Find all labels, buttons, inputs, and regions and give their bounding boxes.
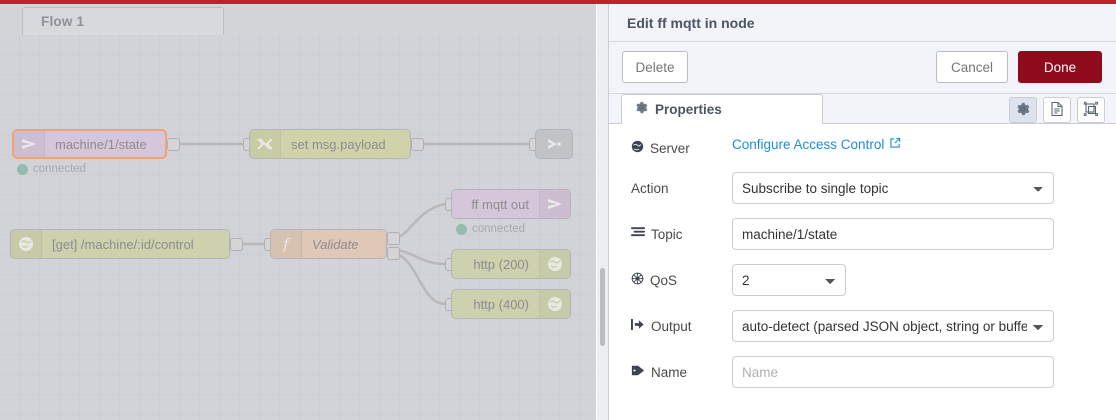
appearance-icon-button[interactable] xyxy=(1077,97,1105,123)
flow-editor-area: Flow 1 xyxy=(0,4,596,420)
node-mqtt-in[interactable]: machine/1/state xyxy=(12,129,167,159)
form-row-server: Server Configure Access Control xyxy=(609,133,1116,163)
name-input[interactable] xyxy=(732,356,1054,388)
canvas-vertical-scrollbar[interactable] xyxy=(597,4,608,420)
globe-icon xyxy=(631,140,644,156)
action-field: Subscribe to single topicSubscribe to mu… xyxy=(732,172,1054,204)
globe-icon xyxy=(539,290,570,318)
server-label: Server xyxy=(650,140,690,156)
tab-properties[interactable]: Properties xyxy=(621,94,823,124)
panel-title: Edit ff mqtt in node xyxy=(627,15,755,31)
globe-icon xyxy=(11,230,42,258)
node-function[interactable]: f Validate xyxy=(270,229,387,259)
status-dot xyxy=(456,223,467,235)
node-label: [get] /machine/:id/control xyxy=(52,236,194,252)
mqtt-icon xyxy=(539,190,570,218)
cancel-button[interactable]: Cancel xyxy=(936,51,1008,83)
output-select[interactable]: auto-detect (parsed JSON object, string … xyxy=(732,310,1054,342)
node-mqtt-out[interactable]: ff mqtt out xyxy=(451,189,571,219)
form-row-action: Action Subscribe to single topicSubscrib… xyxy=(609,172,1116,204)
node-http-in[interactable]: [get] /machine/:id/control xyxy=(10,229,230,259)
topic-input[interactable] xyxy=(732,218,1054,250)
action-select[interactable]: Subscribe to single topicSubscribe to mu… xyxy=(732,172,1054,204)
delete-button[interactable]: Delete xyxy=(622,51,688,83)
node-label: set msg.payload xyxy=(291,136,386,152)
qos-field: 012 xyxy=(732,264,846,296)
port-httpin-out[interactable] xyxy=(230,238,243,251)
gear-icon-button[interactable] xyxy=(1009,97,1037,123)
configure-access-control-text: Configure Access Control xyxy=(732,137,885,152)
description-icon-button[interactable] xyxy=(1043,97,1071,123)
action-label: Action xyxy=(631,180,669,196)
output-label-group: Output xyxy=(631,311,726,341)
output-label: Output xyxy=(651,318,692,334)
name-field xyxy=(732,356,1054,388)
node-label: ff mqtt out xyxy=(471,196,529,212)
form-row-topic: Topic xyxy=(609,218,1116,250)
port-mqtt-in-out[interactable] xyxy=(167,138,180,151)
svg-text:f: f xyxy=(282,235,291,253)
flow-tab-flow1[interactable]: Flow 1 xyxy=(22,7,224,36)
status-dot xyxy=(17,163,28,175)
server-label-group: Server xyxy=(631,133,726,163)
panel-tab-row: Properties xyxy=(609,94,1116,124)
node-http-200[interactable]: http (200) xyxy=(451,249,571,279)
node-label: http (400) xyxy=(473,296,529,312)
node-status-mqtt-out: connected xyxy=(456,223,525,235)
tag-icon xyxy=(631,364,645,380)
panel-header: Edit ff mqtt in node xyxy=(609,4,1116,42)
gear-icon xyxy=(1016,102,1030,119)
qos-label: QoS xyxy=(650,272,678,288)
server-field: Configure Access Control xyxy=(732,137,901,152)
flow-tab-label: Flow 1 xyxy=(41,14,85,29)
output-field: auto-detect (parsed JSON object, string … xyxy=(732,310,1054,342)
shuffle-icon xyxy=(250,130,281,158)
flow-canvas[interactable]: machine/1/state connected set msg.payloa… xyxy=(0,35,596,420)
topic-field xyxy=(732,218,1054,250)
node-label: http (200) xyxy=(473,256,529,272)
flow-tab-bar: Flow 1 xyxy=(0,4,596,36)
list-icon xyxy=(631,226,645,242)
node-label: Validate xyxy=(312,236,359,252)
qos-select[interactable]: 012 xyxy=(732,264,846,296)
external-link-icon xyxy=(889,137,901,152)
port-function-out1[interactable] xyxy=(387,232,400,245)
function-icon: f xyxy=(271,230,302,258)
topic-label-group: Topic xyxy=(631,219,726,249)
form-row-qos: QoS 012 xyxy=(609,264,1116,296)
sign-out-icon xyxy=(631,318,645,334)
form-row-name: Name xyxy=(609,356,1116,388)
port-function-out2[interactable] xyxy=(387,247,400,260)
link-out-icon xyxy=(536,130,572,158)
configure-access-control-link[interactable]: Configure Access Control xyxy=(732,137,901,152)
form-row-output: Output auto-detect (parsed JSON object, … xyxy=(609,310,1116,342)
node-label: machine/1/state xyxy=(55,136,147,152)
edit-node-panel: Edit ff mqtt in node Delete Cancel Done … xyxy=(608,4,1116,420)
scrollbar-thumb[interactable] xyxy=(600,268,605,346)
name-label: Name xyxy=(651,364,688,380)
globe-icon xyxy=(539,250,570,278)
status-text: connected xyxy=(33,163,87,175)
wheel-icon xyxy=(631,272,644,288)
top-accent-strip xyxy=(0,0,1116,4)
mqtt-icon xyxy=(14,131,45,157)
action-label-group: Action xyxy=(631,173,726,203)
qos-label-group: QoS xyxy=(631,265,726,295)
port-change-out[interactable] xyxy=(411,138,424,151)
topic-label: Topic xyxy=(651,226,683,242)
status-text: connected xyxy=(472,223,526,235)
name-label-group: Name xyxy=(631,357,726,387)
tab-properties-label: Properties xyxy=(655,101,722,117)
panel-button-bar: Delete Cancel Done xyxy=(609,42,1116,94)
description-icon xyxy=(1050,101,1064,120)
done-button[interactable]: Done xyxy=(1018,51,1102,83)
node-properties-form: Server Configure Access Control xyxy=(609,125,1116,419)
node-link-out[interactable] xyxy=(535,129,573,159)
node-change[interactable]: set msg.payload xyxy=(249,129,411,159)
gear-icon xyxy=(635,101,648,117)
node-http-400[interactable]: http (400) xyxy=(451,289,571,319)
appearance-icon xyxy=(1083,101,1099,120)
node-status-mqtt-in: connected xyxy=(17,163,86,175)
